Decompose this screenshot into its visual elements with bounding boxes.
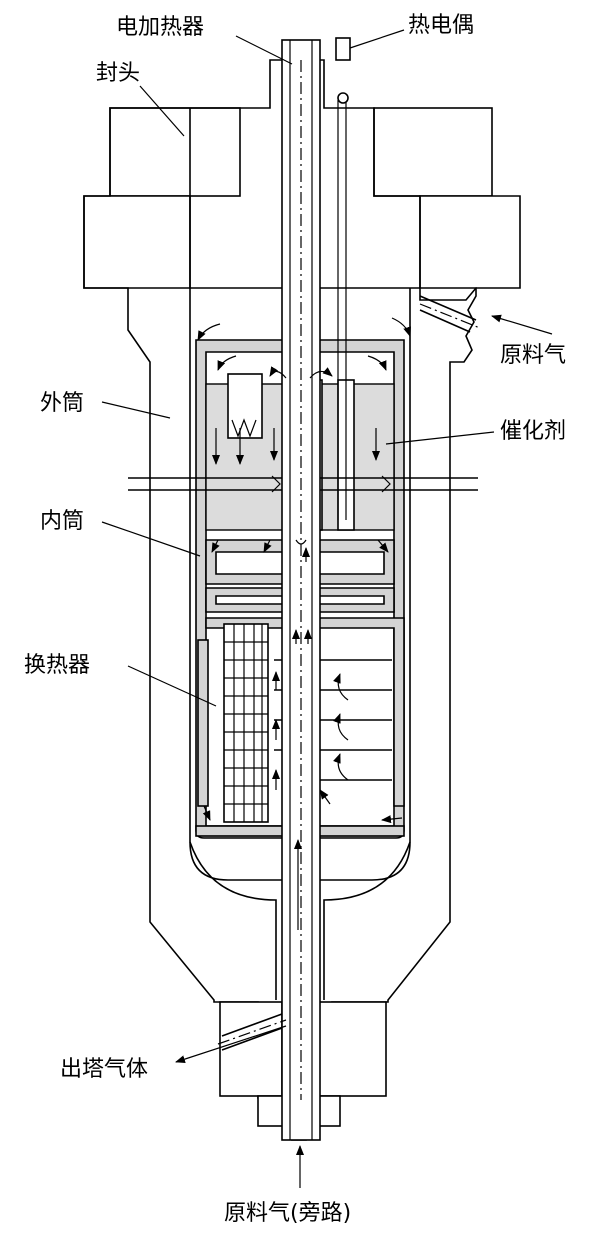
nozzles (217, 295, 481, 1051)
label-thermocouple: 热电偶 (408, 13, 474, 38)
central-pipes (281, 37, 351, 1141)
outer-shell (83, 59, 521, 1141)
label-heater: 电加热器 (116, 15, 204, 40)
label-feed-gas: 原料气 (500, 343, 566, 368)
leader-catalyst (385, 431, 495, 445)
flow-arrows (197, 317, 411, 930)
leader-thermocouple (349, 29, 405, 49)
label-outlet-gas: 出塔气体 (60, 1057, 148, 1082)
flange (83, 195, 191, 289)
head-block-left (109, 107, 241, 197)
labels: 电加热器 热电偶 封头 原料气 外筒 催化剂 内筒 换热器 出塔气体 原料气(旁… (24, 13, 566, 1226)
label-feed-gas-bypass: 原料气(旁路) (224, 1201, 351, 1226)
leader-heat-exchanger (127, 665, 217, 707)
label-heat-exchanger: 换热器 (24, 653, 90, 678)
label-catalyst: 催化剂 (500, 419, 566, 444)
leader-heater (235, 35, 293, 65)
leader-outer-shell (101, 401, 171, 419)
leader-feed-gas (491, 314, 553, 335)
leader-lines (101, 29, 553, 1188)
label-outer-shell: 外筒 (40, 391, 84, 416)
leader-outlet-gas (175, 1025, 287, 1064)
outer-shell-body (83, 59, 477, 1141)
leader-head (139, 85, 185, 137)
label-head: 封头 (96, 61, 140, 86)
head-block-right (373, 107, 493, 197)
label-inner-shell: 内筒 (40, 509, 84, 534)
leader-inner-shell (101, 521, 201, 557)
